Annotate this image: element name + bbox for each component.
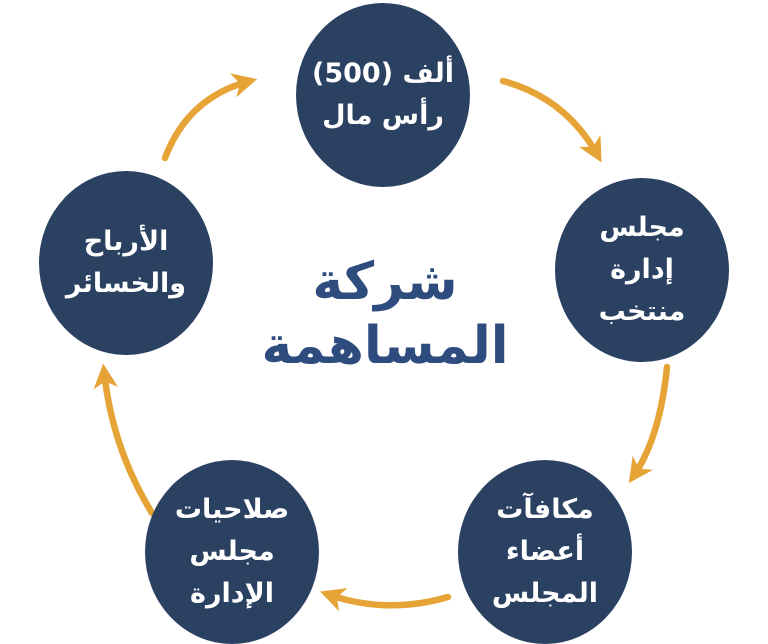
arrow-profits-to-capital — [161, 73, 258, 162]
node-board-powers-line-3: الإدارة — [190, 577, 274, 609]
diagram-title: شركة المساهمة — [245, 250, 525, 377]
node-profits-losses-line-1: الأرباح — [83, 226, 169, 258]
node-board-remuneration: مكافآت أعضاء المجلس — [458, 460, 632, 644]
node-elected-board-line-2: إدارة — [610, 254, 674, 286]
title-line-1: شركة — [312, 252, 458, 312]
arrow-capital-to-board — [499, 77, 602, 163]
arrow-powers-to-profits — [93, 363, 156, 517]
node-board-remuneration-line-3: المجلس — [491, 577, 599, 609]
node-capital-line-1: ألف (500) — [312, 58, 455, 90]
node-board-powers: صلاحيات مجلس الإدارة — [145, 460, 319, 644]
title-line-2: المساهمة — [261, 316, 509, 376]
node-elected-board: مجلس إدارة منتخب — [555, 178, 729, 362]
arrow-board-to-remuneration — [628, 363, 671, 484]
node-capital-line-2: رأس مال — [322, 100, 444, 131]
node-profits-losses: الأرباح والخسائر — [39, 171, 213, 355]
node-board-powers-line-1: صلاحيات — [174, 494, 290, 526]
node-elected-board-line-3: منتخب — [598, 295, 686, 327]
node-profits-losses-line-2: والخسائر — [65, 268, 187, 299]
node-capital: ألف (500) رأس مال — [296, 3, 470, 187]
node-board-remuneration-line-2: أعضاء — [505, 536, 585, 568]
node-elected-board-line-1: مجلس — [599, 212, 685, 244]
arrow-remuneration-to-powers — [320, 588, 452, 612]
node-board-remuneration-line-1: مكافآت — [496, 494, 594, 526]
node-board-powers-line-2: مجلس — [189, 536, 275, 568]
